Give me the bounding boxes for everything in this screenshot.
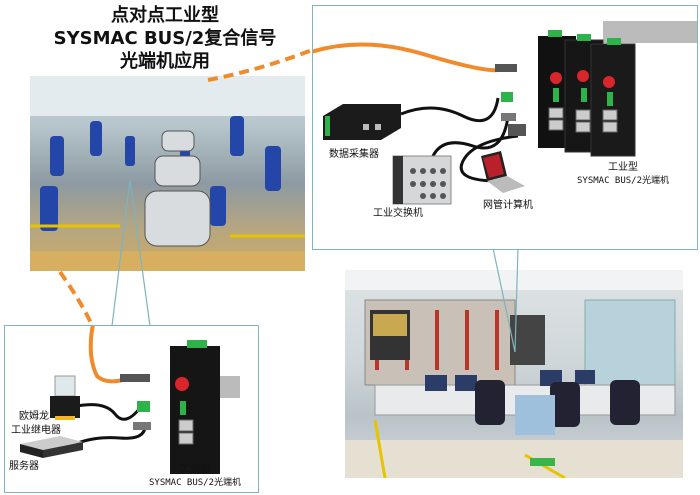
fiber-link-top — [207, 48, 313, 82]
control-room-photo — [345, 270, 683, 478]
fiber-connector — [495, 64, 517, 72]
title-line-3: 光端机应用 — [120, 51, 210, 72]
top-fiber-converters — [538, 21, 697, 157]
top-device-label: 工业型 SYSMAC BUS/2光端机 — [553, 158, 693, 186]
diagram-title: 点对点工业型 SYSMAC BUS/2复合信号 光端机应用 — [40, 4, 290, 73]
server-device — [20, 436, 83, 458]
industrial-switch-device — [392, 155, 452, 205]
bottom-device-label-line2: SYSMAC BUS/2光端机 — [148, 478, 242, 488]
relay-label: 欧姆龙 工业继电器 — [11, 410, 61, 438]
fiber-link-bottom — [58, 270, 94, 326]
factory-scene — [30, 76, 305, 271]
relay-label-line1: 欧姆龙 — [19, 411, 49, 422]
title-line-2: SYSMAC BUS/2复合信号 — [53, 28, 277, 49]
top-device-panel: 数据采集器 工业交换机 网管计算机 工业型 SYSMAC BUS/2光端机 — [312, 5, 698, 250]
relay-label-line2: 工业继电器 — [11, 425, 61, 436]
bottom-device-label: 工业型 SYSMAC BUS/2光端机 — [135, 460, 255, 488]
data-collector-device — [323, 104, 401, 140]
title-line-1: 点对点工业型 — [111, 5, 219, 26]
top-panel-devices — [313, 21, 697, 205]
bottom-device-panel: 欧姆龙 工业继电器 服务器 工业型 SYSMAC BUS/2光端机 — [4, 325, 259, 493]
data-collector-label: 数据采集器 — [329, 149, 379, 160]
bottom-fiber-converter — [170, 340, 240, 474]
top-device-label-line1: 工业型 — [608, 162, 638, 173]
server-label: 服务器 — [9, 461, 39, 472]
factory-photo — [30, 76, 305, 271]
bottom-panel-devices — [20, 326, 240, 474]
top-device-label-line2: SYSMAC BUS/2光端机 — [576, 176, 670, 186]
control-room-scene — [345, 270, 683, 478]
bottom-device-label-line1: 工业型 — [180, 464, 210, 475]
industrial-switch-label: 工业交换机 — [373, 208, 423, 219]
laptop-icon — [481, 151, 525, 193]
nms-computer-label: 网管计算机 — [483, 200, 533, 211]
relay-device — [50, 375, 80, 420]
